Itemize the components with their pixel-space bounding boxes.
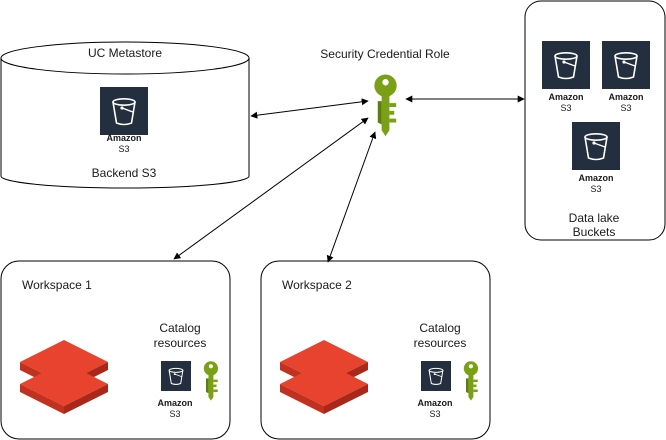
- datalake-s3-1-label-2: S3: [560, 103, 572, 113]
- datalake-s3-3-label-1: Amazon: [578, 173, 614, 183]
- metastore-caption: Backend S3: [91, 166, 157, 180]
- workspace-1-catalog-label-1: Catalog: [159, 321, 201, 335]
- metastore-s3-icon: [99, 86, 149, 136]
- metastore-title: UC Metastore: [87, 46, 163, 60]
- data-lake-container: [524, 0, 666, 241]
- metastore-security-connector: [250, 98, 369, 119]
- metastore-s3-label-1: Amazon: [106, 133, 142, 143]
- workspace-2-title: Workspace 2: [282, 278, 352, 292]
- datalake-caption-2: Buckets: [572, 225, 616, 239]
- workspace-2-catalog-label-1: Catalog: [419, 321, 461, 335]
- datalake-s3-2-label-1: Amazon: [608, 92, 644, 102]
- workspace-2-s3-icon: [420, 360, 452, 392]
- workspace-2-catalog-label-2: resources: [413, 336, 467, 350]
- datalake-s3-icon-3: [571, 121, 621, 171]
- workspace-1-s3-label-2: S3: [169, 409, 181, 419]
- datalake-s3-2-label-2: S3: [620, 103, 632, 113]
- security-workspace-2-connector: [326, 131, 377, 263]
- workspace-2-s3-label-2: S3: [429, 409, 441, 419]
- datalake-s3-1-label-1: Amazon: [548, 92, 584, 102]
- datalake-s3-3-label-2: S3: [590, 184, 602, 194]
- datalake-s3-icon-2: [601, 40, 651, 90]
- workspace-1-title: Workspace 1: [22, 278, 92, 292]
- datalake-s3-icon-1: [541, 40, 591, 90]
- workspace-2-s3-label-1: Amazon: [417, 398, 453, 408]
- datalake-caption-1: Data lake: [568, 211, 620, 225]
- security-role-title: Security Credential Role: [320, 47, 450, 61]
- metastore-s3-label-2: S3: [118, 144, 130, 154]
- security-credential-key-icon: [374, 74, 397, 137]
- workspace-1-s3-label-1: Amazon: [157, 398, 193, 408]
- workspace-1-s3-icon: [160, 360, 192, 392]
- workspace-1-catalog-label-2: resources: [153, 336, 207, 350]
